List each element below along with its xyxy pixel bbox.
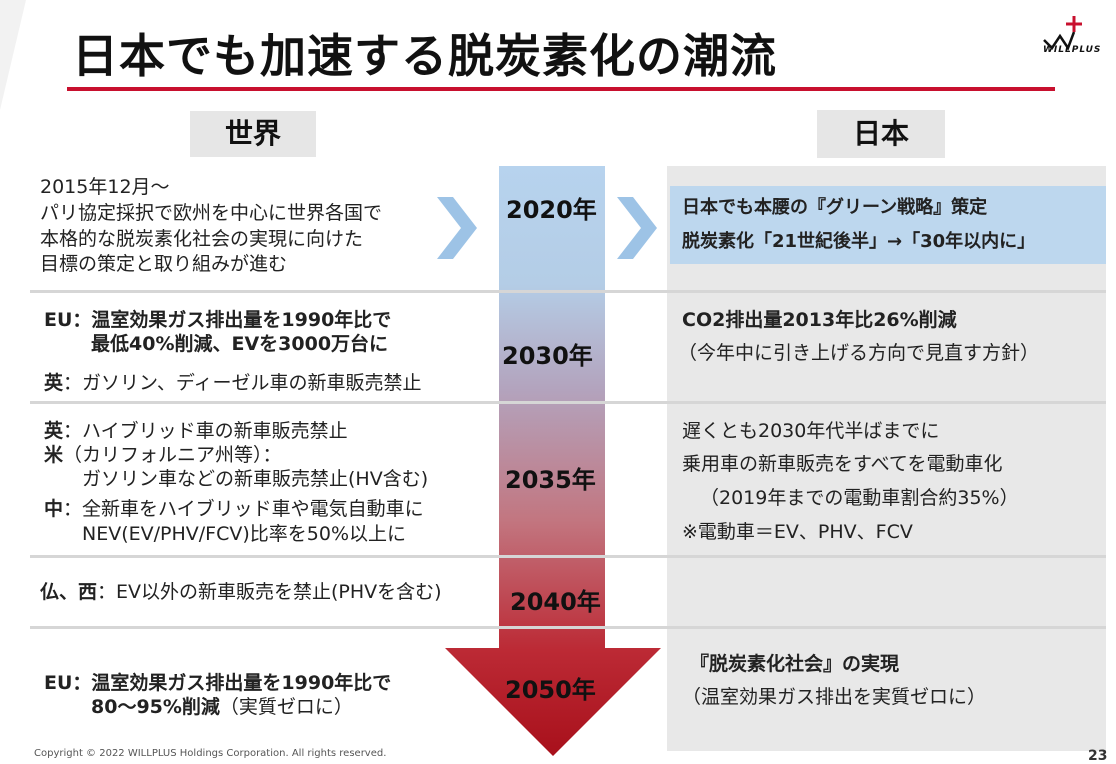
japan-2035-line: 乗用車の新車販売をすべてを電動車化 — [682, 453, 1003, 475]
world-2030-line: 英：ガソリン、ディーゼル車の新車販売禁止 — [44, 372, 422, 394]
page-number: 23 — [1088, 748, 1108, 764]
row-separator — [30, 626, 1106, 629]
japan-2020-line: 日本でも本腰の『グリーン戦略』策定 — [682, 197, 988, 218]
world-2035-line: NEV(EV/PHV/FCV)比率を50%以上に — [82, 523, 407, 545]
region-label: 英 — [44, 372, 64, 394]
world-2050-line: EU：温室効果ガス排出量を1990年比で — [44, 672, 392, 694]
region-label: 英 — [44, 420, 64, 442]
japan-2030-line: （今年中に引き上げる方向で見直す方針） — [678, 342, 1040, 364]
willplus-logo-icon — [1043, 16, 1082, 51]
japan-2035-line: ※電動車＝EV、PHV、FCV — [682, 521, 913, 543]
japan-header: 日本 — [817, 110, 945, 158]
japan-2020-line: 脱炭素化「21世紀後半」→「30年以内に」 — [682, 231, 1036, 252]
year-2040: 2040年 — [510, 588, 601, 616]
region-label: EU： — [44, 309, 92, 331]
world-2040-line: 仏、西：EV以外の新車販売を禁止(PHVを含む) — [40, 581, 442, 603]
world-2020-line: 2015年12月～ — [40, 176, 170, 198]
japan-2030-line: CO2排出量2013年比26%削減 — [682, 309, 957, 331]
chevron-right-icon — [617, 197, 657, 259]
copyright-notice: Copyright © 2022 WILLPLUS Holdings Corpo… — [34, 748, 387, 759]
japan-2035-line: 遅くとも2030年代半ばまでに — [682, 420, 940, 442]
year-2030: 2030年 — [502, 342, 593, 370]
region-label: EU： — [44, 672, 92, 694]
world-2035-line: 中：全新車をハイブリッド車や電気自動車に — [44, 498, 424, 520]
world-2030-line: 最低40%削減、EVを3000万台に — [91, 333, 389, 355]
year-2035: 2035年 — [505, 466, 596, 494]
row-separator — [30, 555, 1106, 558]
world-2035-line: ガソリン車などの新車販売禁止(HV含む) — [82, 468, 429, 490]
title-underline — [67, 87, 1055, 91]
row-separator — [30, 290, 1106, 293]
world-2050-line: 80～95%削減（実質ゼロに） — [91, 696, 353, 718]
region-label: 仏、西 — [40, 581, 98, 603]
row-separator — [30, 401, 1106, 404]
green-strategy-highlight — [670, 186, 1106, 264]
timeline-arrow — [445, 166, 661, 756]
logo-text: WILLPLUS — [1043, 45, 1102, 55]
japan-2035-line: （2019年までの電動車割合約35%） — [700, 487, 1019, 509]
japan-2050-line: 『脱炭素化社会』の実現 — [690, 653, 900, 675]
world-2035-line: 米（カリフォルニア州等）： — [44, 444, 282, 466]
world-2035-line: 英：ハイブリッド車の新車販売禁止 — [44, 420, 348, 442]
world-2020-line: パリ協定採択で欧州を中心に世界各国で — [40, 202, 383, 224]
world-2030-line: EU：温室効果ガス排出量を1990年比で — [44, 309, 392, 331]
japan-2050-line: （温室効果ガス排出を実質ゼロに） — [682, 686, 987, 708]
page-title: 日本でも加速する脱炭素化の潮流 — [72, 29, 777, 83]
world-2020-line: 本格的な脱炭素化社会の実現に向けた — [40, 228, 364, 250]
chevron-right-icon — [437, 197, 477, 259]
world-2020-line: 目標の策定と取り組みが進む — [40, 253, 288, 275]
corner-decoration — [0, 0, 26, 110]
year-2050: 2050年 — [505, 676, 596, 704]
world-header: 世界 — [190, 111, 316, 157]
year-2020: 2020年 — [506, 196, 597, 224]
region-label: 米 — [44, 444, 64, 466]
region-label: 中 — [44, 498, 64, 520]
